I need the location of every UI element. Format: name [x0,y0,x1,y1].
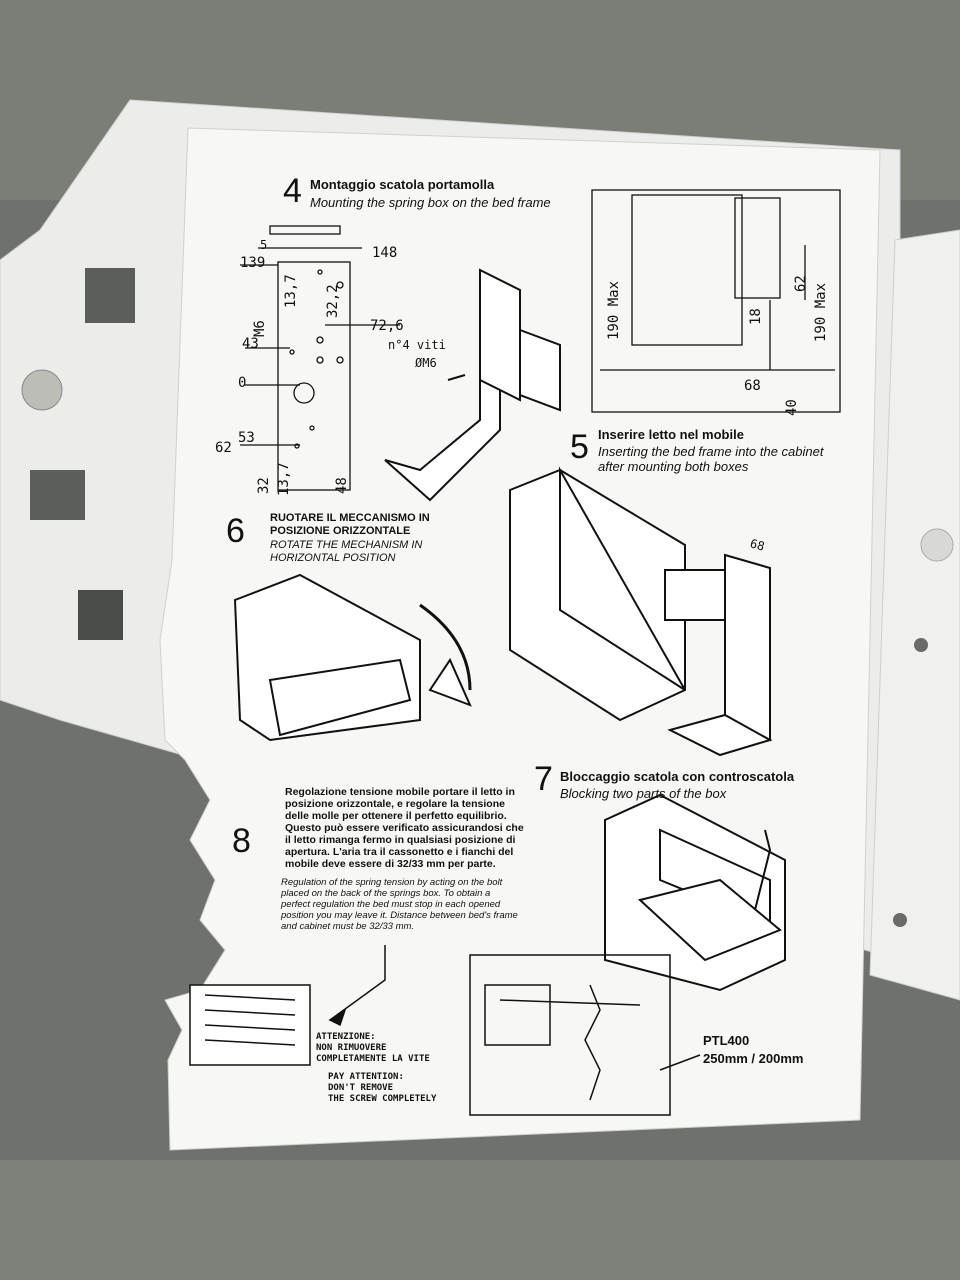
screws-diameter: ØM6 [415,356,437,370]
spring-box-part-drawing [240,225,400,491]
cabinet-insert-drawing [509,466,773,757]
dim-148: 148 [372,245,398,261]
dim-0: 0 [238,375,247,391]
step-6-number: 6 [226,512,245,550]
dim-62-right: 62 [793,275,809,292]
step-5-title-it: Inserire letto nel mobile [598,427,744,442]
plate-hole-2 [914,638,928,652]
step-5-number: 5 [570,428,589,466]
metal-plate-right [869,229,960,1001]
screws-count: n°4 viti [388,338,446,352]
dim-72-6: 72,6 [370,318,404,334]
dim-m6: M6 [252,320,268,337]
step-4-title-it: Montaggio scatola portamolla [310,177,495,192]
warning-en-1: PAY ATTENTION: [328,1072,404,1082]
plate-hole-1 [920,528,954,562]
dim-32: 32 [256,477,272,494]
regulation-detail-drawing [189,945,701,1116]
step-5-title-en-2: after mounting both boxes [598,459,749,474]
dim-13-7-bottom: 13,7 [276,462,292,496]
step-8-text-en: Regulation of the spring tension by acti… [281,877,518,932]
dim-5: 5 [260,238,268,252]
rotate-mechanism-drawing [233,573,472,742]
bed-frame-bracket-iso [384,268,561,502]
step-7-title-en: Blocking two parts of the box [560,786,727,801]
step-6-title-en-1: ROTATE THE MECHANISM IN [270,539,423,551]
ptl-size: 250mm / 200mm [703,1051,804,1066]
dim-68-top: 68 [744,378,761,394]
dim-43: 43 [242,336,259,352]
bolt-nut [21,369,63,411]
step-6-title-it-2: POSIZIONE ORIZZONTALE [270,525,411,537]
step-6-title-en-2: HORIZONTAL POSITION [270,552,396,564]
bracket-slot-3 [78,590,123,640]
bracket-slot-2 [30,470,85,520]
warning-en-3: THE SCREW COMPLETELY [328,1094,437,1104]
dim-190-max-left: 190 Max [606,280,622,340]
step-8-number: 8 [232,822,251,860]
plate-hole-3 [893,913,907,927]
warning-it-3: COMPLETAMENTE LA VITE [316,1054,430,1064]
step-4-number: 4 [283,172,302,210]
dim-48: 48 [334,477,350,494]
box-blocking-drawing [604,793,786,992]
warning-it-1: ATTENZIONE: [316,1032,376,1042]
step-7-number: 7 [534,760,553,798]
step-7-title-it: Bloccaggio scatola con controscatola [560,769,795,784]
step-6-title-it-1: RUOTARE IL MECCANISMO IN [270,512,430,524]
step-8-text-it: Regolazione tensione mobile portare il l… [285,786,524,871]
warning-it-2: NON RIMUOVERE [316,1043,387,1053]
ptl-model: PTL400 [703,1033,750,1048]
bracket-slot-1 [85,268,135,323]
dim-32-2: 32,2 [325,284,341,318]
step-4-title-en: Mounting the spring box on the bed frame [310,195,551,210]
dim-13-7-top: 13,7 [283,274,299,308]
dim-40: 40 [784,399,800,416]
dim-139: 139 [240,255,266,271]
dim-62: 62 [215,440,232,456]
cabinet-section-drawing [591,189,841,413]
warning-en-2: DON'T REMOVE [328,1083,394,1093]
dim-190-max-right: 190 Max [813,282,829,342]
dim-53: 53 [238,430,255,446]
step-5-title-en-1: Inserting the bed frame into the cabinet [598,444,824,459]
plastic-sheet [0,1160,960,1280]
dim-18: 18 [748,308,764,325]
